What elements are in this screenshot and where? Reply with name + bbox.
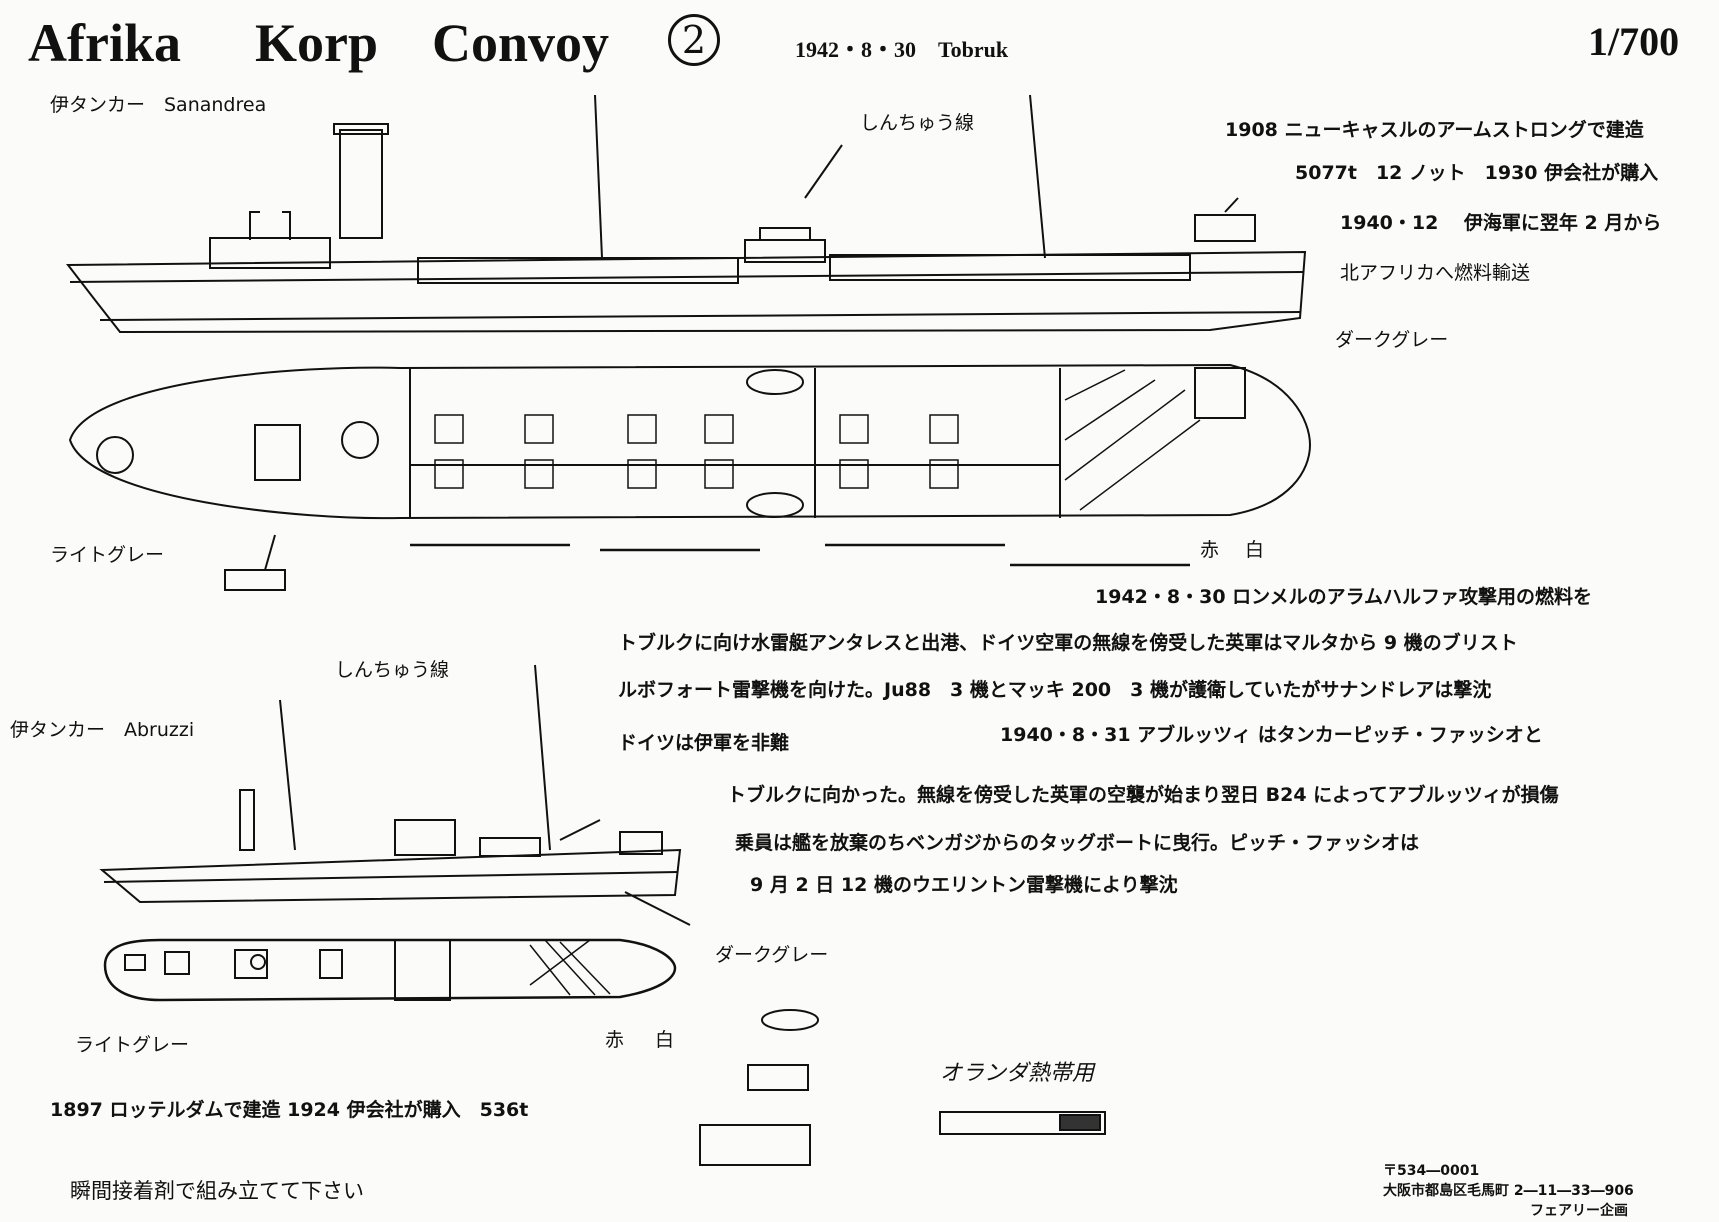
sanandrea-wire-label: しんちゅう線	[860, 112, 975, 134]
tropical-note: オランダ熱帯用	[940, 1061, 1095, 1086]
story-line-7: 9 月 2 日 12 機のウエリントン雷撃機により撃沈	[750, 874, 1178, 896]
sanandrea-label: 伊タンカー Sanandrea	[50, 94, 267, 116]
abruzzi-deck-color: ライトグレー	[75, 1034, 190, 1056]
issue-number: 2	[668, 14, 720, 66]
story-line-3: ルボフォート雷撃機を向けた。Ju88 3 機とマッキ 200 3 機が護衛してい…	[618, 679, 1492, 701]
abruzzi-label: 伊タンカー Abruzzi	[10, 719, 195, 741]
abruzzi-side-view	[99, 664, 691, 926]
sanandrea-history-4: 北アフリカへ燃料輸送	[1340, 262, 1531, 284]
sanandrea-history-2: 5077t 12 ノット 1930 伊会社が購入	[1295, 162, 1659, 184]
sanandrea-history-3: 1940・12 伊海軍に翌年 2 月から	[1340, 212, 1662, 234]
abruzzi-plan-view	[103, 938, 677, 1002]
sanandrea-white-label: 白	[1245, 539, 1265, 561]
title-word-afrika: Afrika	[28, 13, 181, 73]
story-line-4b: 1940・8・31 アブルッツィ はタンカーピッチ・ファッシオと	[1000, 724, 1543, 746]
sanandrea-plan-view	[68, 363, 1312, 591]
abruzzi-red-label: 赤	[605, 1029, 625, 1051]
abruzzi-history: 1897 ロッテルダムで建造 1924 伊会社が購入 536t	[50, 1099, 529, 1121]
issue-number-badge: 2	[668, 14, 720, 66]
story-line-4a: ドイツは伊軍を非難	[618, 732, 790, 754]
abruzzi-hull-color: ダークグレー	[715, 944, 829, 966]
tropical-parts-sketch	[699, 1009, 1106, 1166]
story-line-5: トブルクに向かった。無線を傍受した英軍の空襲が始まり翌日 B24 によってアブル…	[727, 784, 1559, 806]
postal-code: 〒534―0001	[1383, 1163, 1480, 1179]
sanandrea-red-label: 赤	[1200, 539, 1220, 561]
date-place: 1942・8・30 Tobruk	[795, 37, 1009, 62]
abruzzi-white-label: 白	[655, 1029, 675, 1051]
story-line-2: トブルクに向け水雷艇アンタレスと出港、ドイツ空軍の無線を傍受した英軍はマルタから…	[618, 632, 1518, 654]
title-word-convoy: Convoy	[432, 13, 610, 73]
abruzzi-wire-label: しんちゅう線	[335, 659, 450, 681]
story-line-6: 乗員は艦を放棄のちベンガジからのタッグボートに曳行。ピッチ・ファッシオは	[735, 832, 1420, 854]
sanandrea-hull-color: ダークグレー	[1335, 329, 1449, 351]
scale-label: 1/700	[1588, 19, 1680, 64]
sanandrea-history-1: 1908 ニューキャスルのアームストロングで建造	[1225, 119, 1644, 141]
sanandrea-side-view	[65, 94, 1307, 334]
sanandrea-deck-color: ライトグレー	[50, 544, 165, 566]
story-line-1: 1942・8・30 ロンメルのアラムハルファ攻撃用の燃料を	[1095, 586, 1593, 608]
title-word-korp: Korp	[255, 13, 379, 73]
glue-note: 瞬間接着剤で組み立てて下さい	[70, 1179, 364, 1203]
company-name: フェアリー企画	[1530, 1203, 1628, 1219]
address: 大阪市都島区毛馬町 2―11―33―906	[1383, 1183, 1634, 1199]
